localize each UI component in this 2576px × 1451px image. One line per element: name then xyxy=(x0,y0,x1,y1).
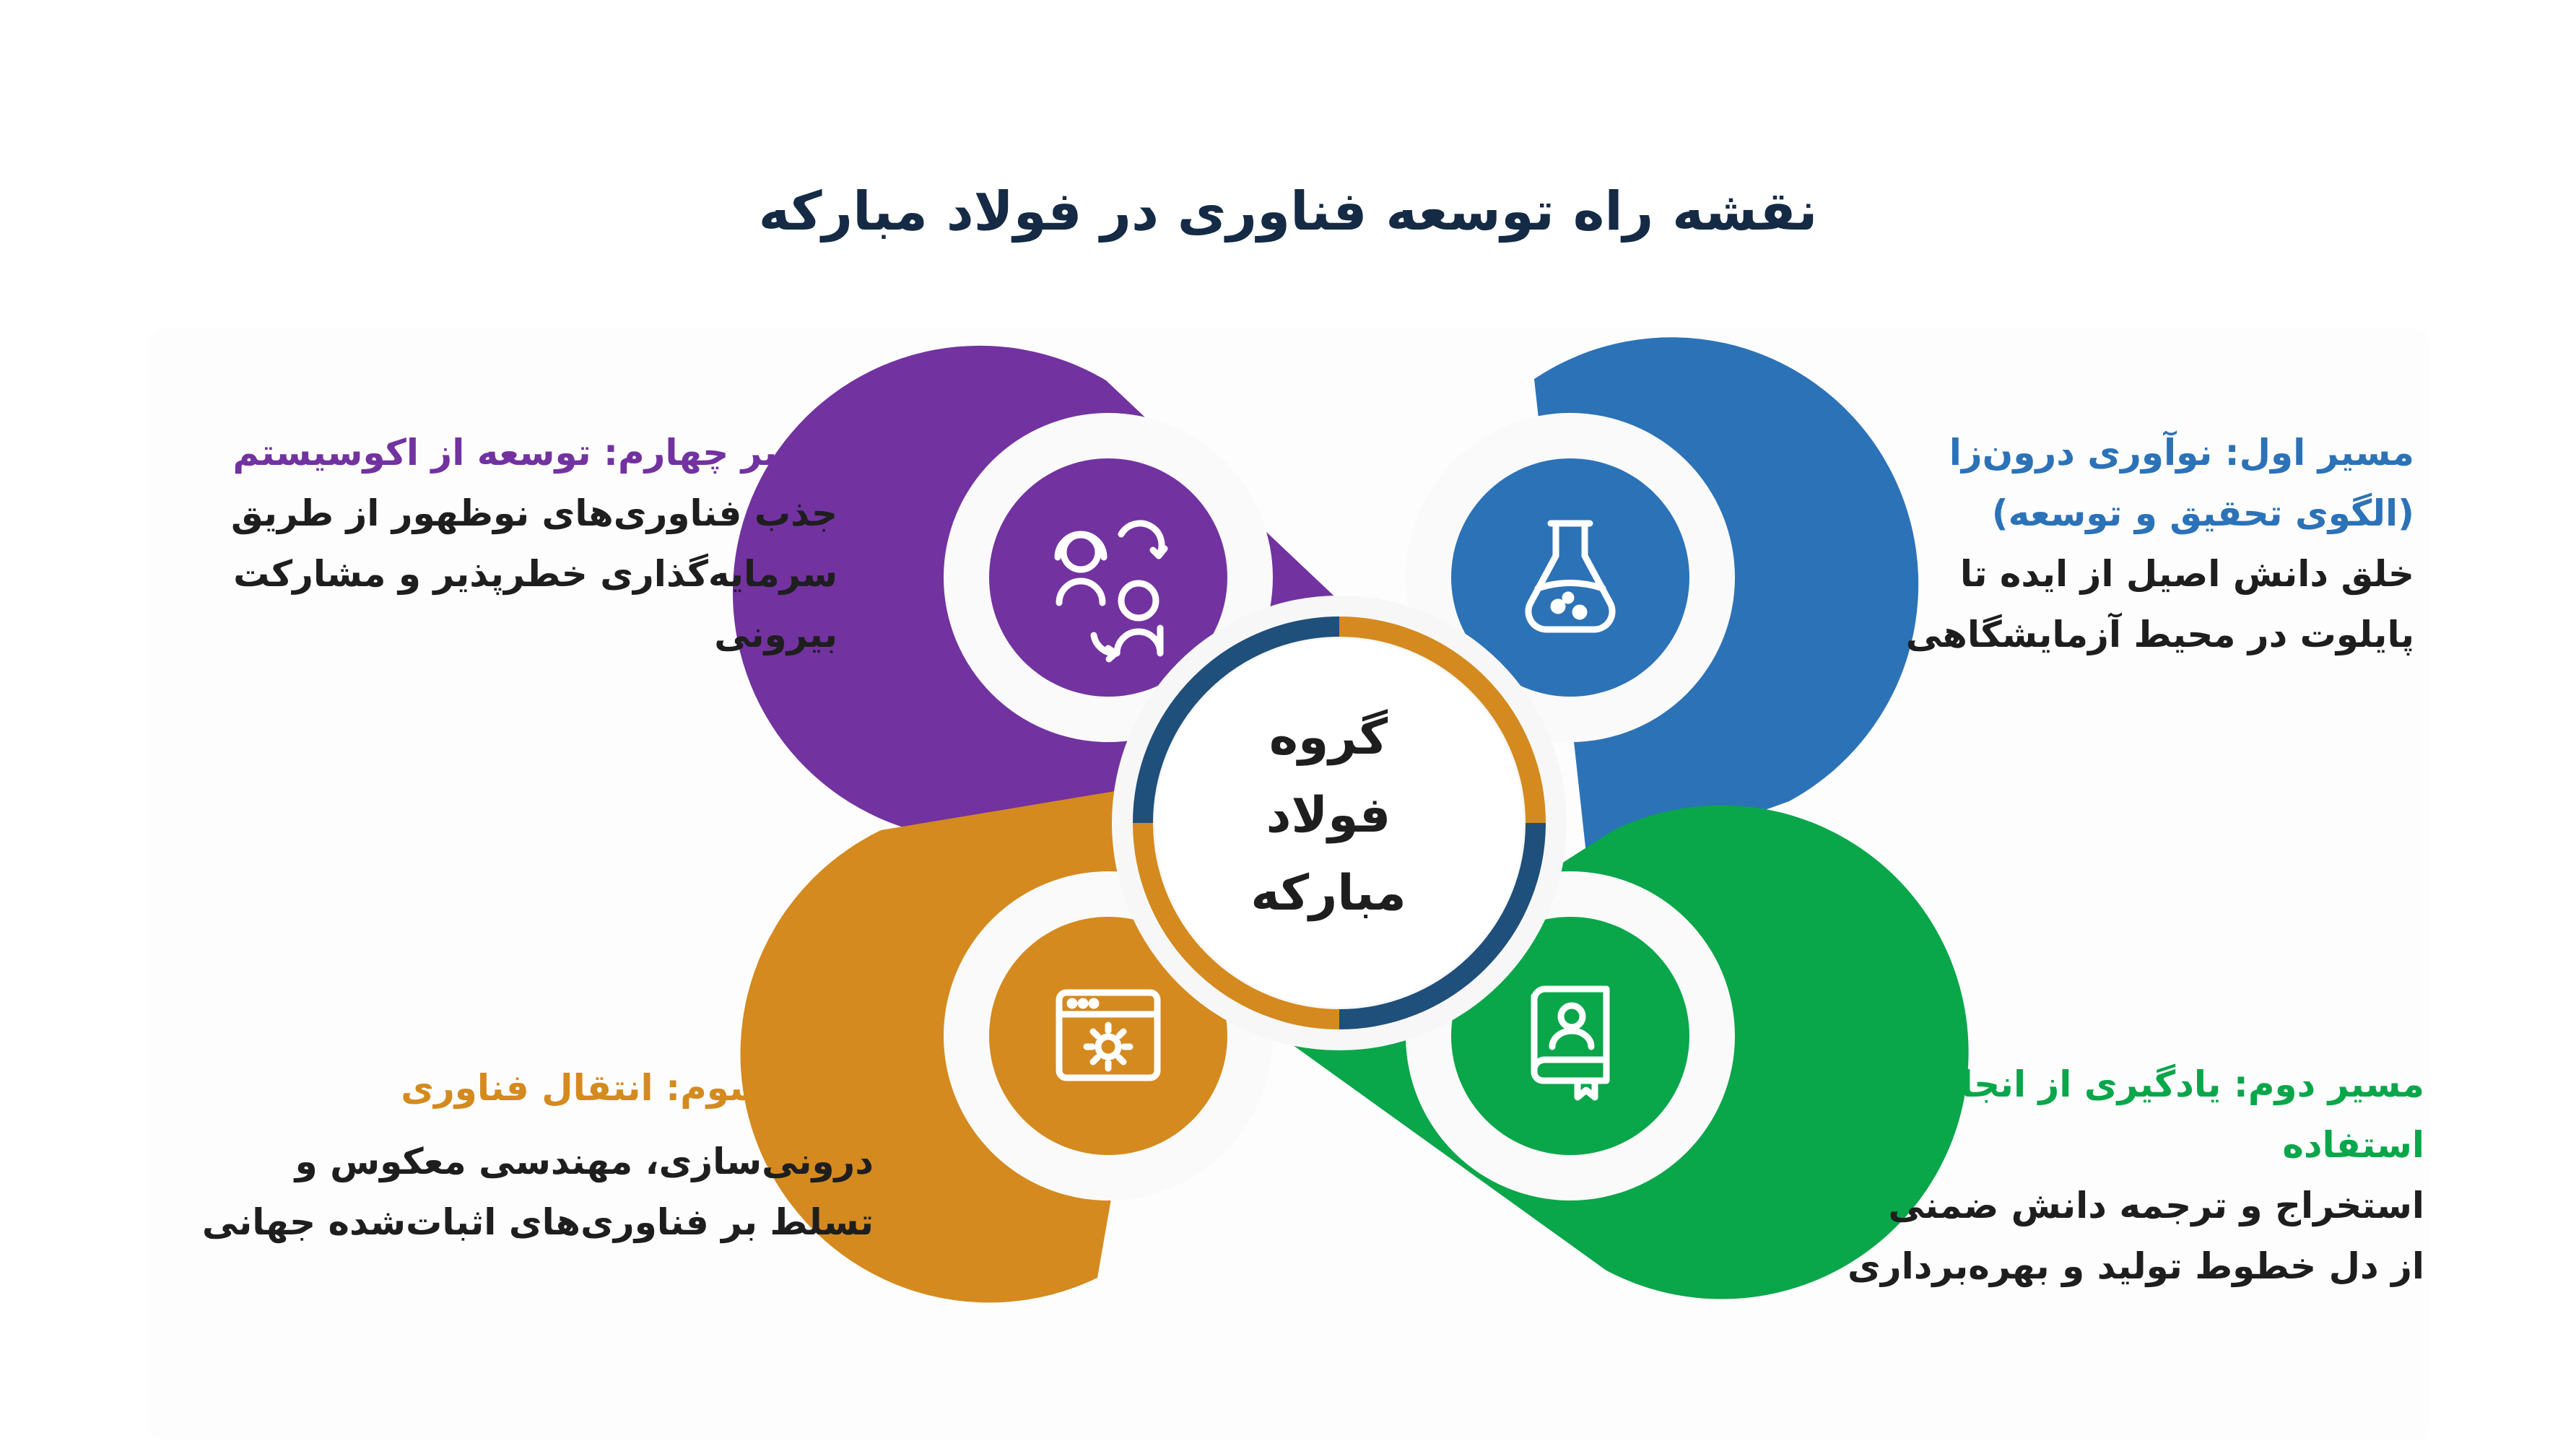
path-fourth-body-2: سرمایه‌گذاری خطرپذیر و مشارکت xyxy=(233,553,837,595)
center-line-2: مبارکه xyxy=(1250,865,1406,922)
center-disc xyxy=(1155,639,1523,1007)
circle-fourth xyxy=(989,458,1227,697)
circle-first xyxy=(1451,458,1689,697)
path-second-body-2: از دل خطوط تولید و بهره‌برداری xyxy=(1848,1245,2424,1287)
path-first-body-1: خلق دانش اصیل از ایده تا xyxy=(1959,553,2414,595)
path-first-body-2: پایلوت در محیط آزمایشگاهی xyxy=(1905,614,2414,655)
path-third-heading-1: مسیر سوم: انتقال فناوری xyxy=(401,1067,874,1109)
path-third-text: مسیر سوم: انتقال فناوری درونی‌سازی، مهند… xyxy=(152,1058,874,1252)
path-fourth-text: مسیر چهارم: توسعه از اکوسیستم جذب فناوری… xyxy=(152,422,837,665)
path-first-heading-1: مسیر اول: نوآوری درون‌زا xyxy=(1949,432,2414,474)
path-second-body-1: استخراج و ترجمه دانش ضمنی xyxy=(1888,1185,2424,1226)
path-first-text: مسیر اول: نوآوری درون‌زا (الگوی تحقیق و … xyxy=(1822,422,2414,665)
flask-icon xyxy=(1525,520,1616,633)
path-fourth-body-3: بیرونی xyxy=(714,614,837,655)
path-third-body-2: تسلط بر فناوری‌های اثبات‌شده جهانی xyxy=(201,1201,874,1243)
circle-second xyxy=(1451,917,1689,1155)
center-line-1: گروه فولاد xyxy=(1266,709,1391,844)
people-exchange-icon xyxy=(1054,520,1168,663)
path-second-heading-1: مسیر دوم: یادگیری از انجام و xyxy=(1899,1063,2424,1105)
path-fourth-heading-1: مسیر چهارم: توسعه از اکوسیستم xyxy=(232,432,837,474)
path-third-body-1: درونی‌سازی، مهندسی معکوس و xyxy=(295,1141,874,1182)
path-fourth-body-1: جذب فناوری‌های نوظهور از طریق xyxy=(231,492,837,534)
diagram-title: نقشه راه توسعه فناوری در فولاد مبارکه xyxy=(758,180,1818,243)
path-second-text: مسیر دوم: یادگیری از انجام و استفاده است… xyxy=(1803,1054,2424,1297)
center-ring xyxy=(1133,616,1546,1029)
book-icon xyxy=(1531,985,1610,1101)
path-second-heading-2: استفاده xyxy=(2282,1124,2424,1166)
center-label: گروه فولاد مبارکه xyxy=(1198,709,1458,922)
gear-window-icon xyxy=(1056,989,1161,1081)
path-first-heading-2: (الگوی تحقیق و توسعه) xyxy=(1991,492,2414,534)
